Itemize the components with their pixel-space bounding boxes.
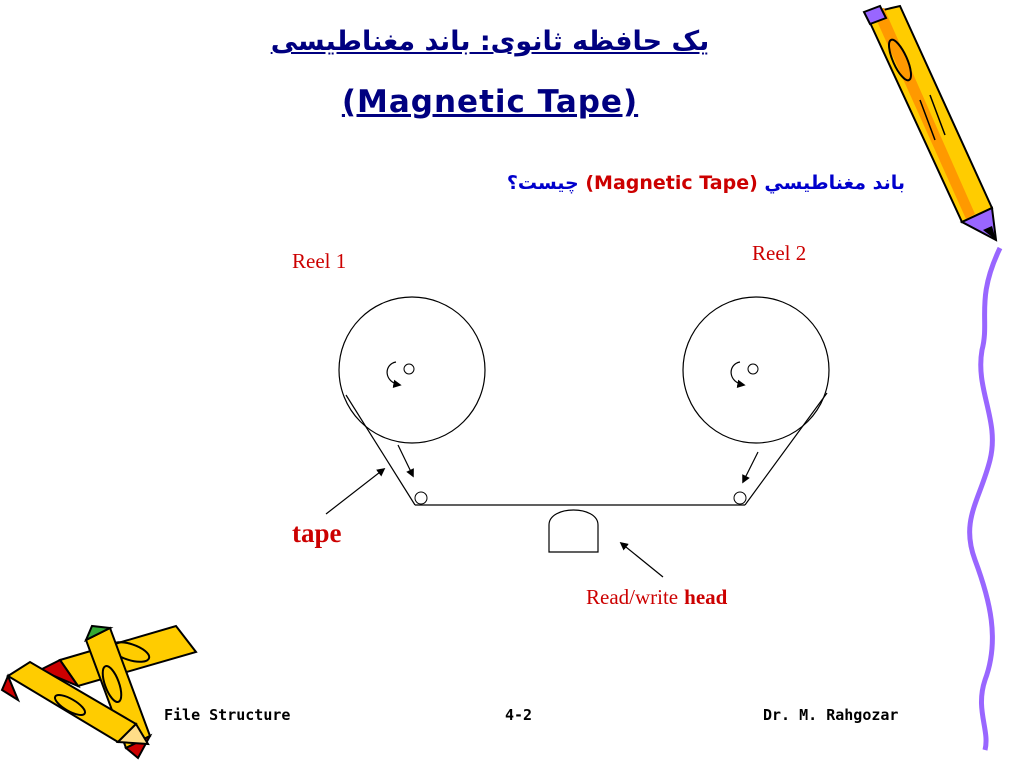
slide-title-english: (Magnetic Tape) [341, 84, 639, 120]
pencil-top-right-icon [862, 4, 998, 242]
head-pointer-arrow [619, 541, 664, 578]
reel-1 [338, 296, 486, 444]
tape-path [345, 392, 828, 506]
reel-2-label: Reel 2 [752, 241, 806, 265]
read-write-head-shape [548, 509, 599, 553]
footer-page-number: 4-2 [505, 706, 533, 724]
guide-roller-left [414, 491, 428, 505]
head-label-normal: Read/write [586, 585, 678, 609]
head-label-bold: head [684, 585, 728, 609]
question-line: باند مغناطيسي (Magnetic Tape) چيست؟ [300, 172, 905, 194]
tape-pointer-arrow [325, 467, 386, 515]
footer-author: Dr. M. Rahgozar [763, 706, 899, 724]
reel-2-rotation-arrow [730, 361, 746, 388]
question-fa-end: چيست؟ [506, 172, 579, 194]
footer-course: File Structure [164, 706, 291, 724]
question-fa-start: باند مغناطيسي [764, 172, 905, 194]
slide-title-persian: یک حافظه ثانوی: باند مغناطیسی [270, 26, 710, 57]
tape-motion-arrow-left [397, 444, 414, 478]
reel-1-hub [403, 363, 415, 375]
reel-1-label: Reel 1 [292, 249, 346, 273]
decorative-wave-border [967, 246, 1003, 751]
guide-roller-right [733, 491, 747, 505]
reel-1-rotation-arrow [386, 361, 402, 388]
reel-2-hub [747, 363, 759, 375]
tape-motion-arrow-right [742, 451, 759, 484]
reel-2 [682, 296, 830, 444]
tape-label: tape [292, 518, 342, 548]
pencils-bottom-left-icon [0, 624, 198, 760]
question-en: (Magnetic Tape) [585, 172, 758, 194]
